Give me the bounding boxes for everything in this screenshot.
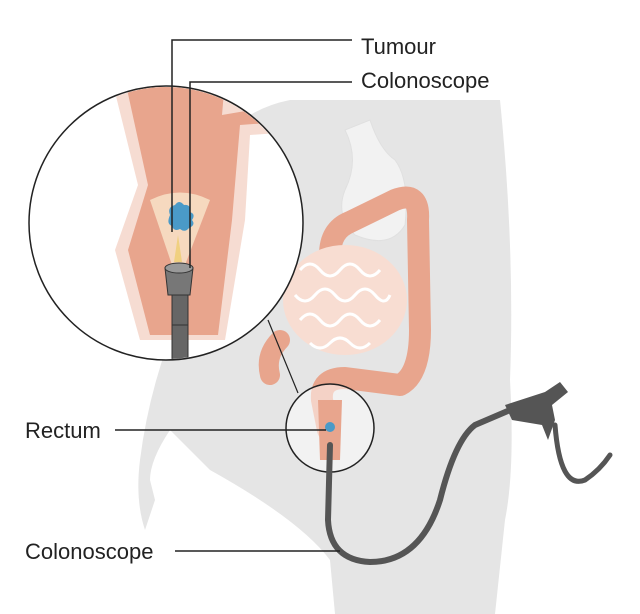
tumour-label: Tumour (361, 34, 436, 59)
colonoscope-handle (505, 382, 568, 440)
tumour-small (325, 422, 335, 432)
rectum-label: Rectum (25, 418, 101, 443)
tumour-leader-line (171, 39, 352, 232)
colon (310, 186, 431, 441)
colonoscope-cable (552, 422, 613, 484)
colonoscope-bottom-label: Colonoscope (25, 539, 154, 564)
colonoscope-top-label: Colonoscope (361, 68, 490, 93)
small-intestine (283, 245, 407, 355)
light-beam (174, 235, 182, 262)
colonoscope-top-leader-line (189, 81, 352, 268)
colonoscope-tube (324, 407, 513, 566)
tumour (168, 202, 194, 231)
